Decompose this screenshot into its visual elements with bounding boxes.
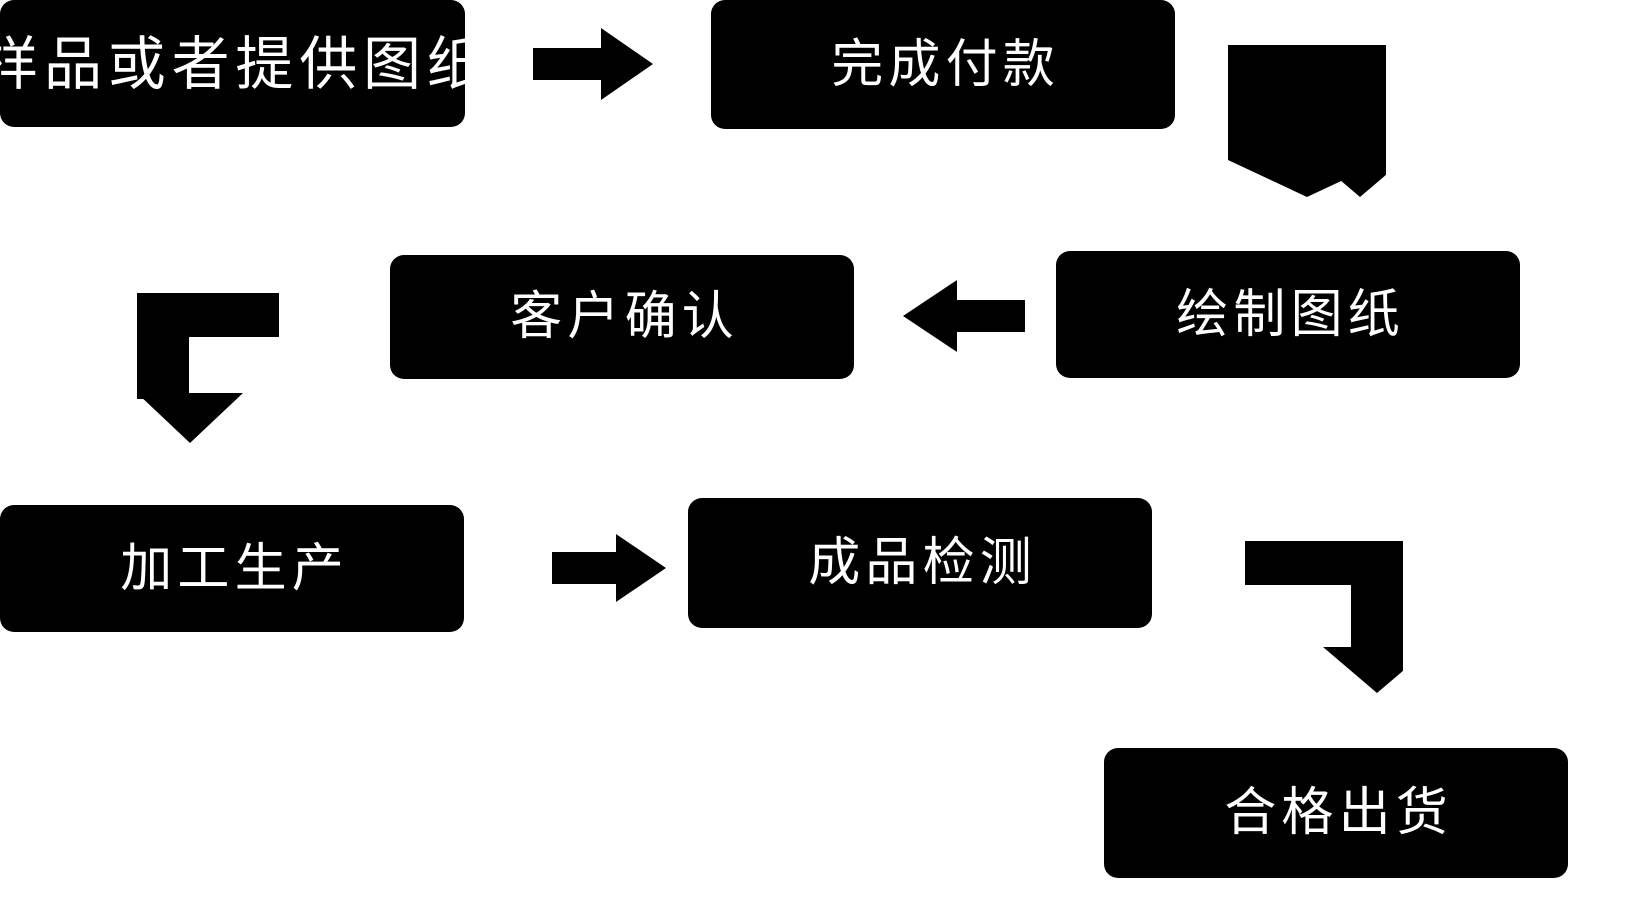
flow-node-complete-payment[interactable]: 完成付款 [711,0,1175,129]
arrow-right-icon-production-to-inspection [552,534,666,602]
arrow-elbow-right-down-icon-inspection-to-shipment [1245,541,1403,693]
flow-node-label: 成品检测 [808,533,1037,593]
flow-node-qualified-shipment[interactable]: 合格出货 [1104,748,1568,878]
arrow-left-icon-drawing-to-confirm [903,280,1025,352]
flow-node-label: 加工生产 [120,538,349,599]
flow-node-label: 客户确认 [510,287,739,347]
flow-node-label: 绘制图纸 [1176,284,1405,345]
flow-node-production[interactable]: 加工生产 [0,505,464,632]
flow-node-label: 样品或者提供图纸 [0,29,491,98]
arrow-elbow-right-down-icon-payment-to-drawing [1228,45,1386,197]
arrow-right-icon-sample-to-payment [533,28,653,100]
flow-node-draw-drawing[interactable]: 绘制图纸 [1056,251,1520,378]
flow-node-label: 合格出货 [1224,783,1453,843]
flow-node-sample-or-drawing[interactable]: 样品或者提供图纸 [0,0,485,127]
arrow-elbow-left-down-icon-confirm-to-production [137,293,279,443]
flow-node-label: 完成付款 [831,34,1060,95]
flow-node-customer-confirm[interactable]: 客户确认 [390,255,854,379]
flow-node-product-inspection[interactable]: 成品检测 [688,498,1152,628]
